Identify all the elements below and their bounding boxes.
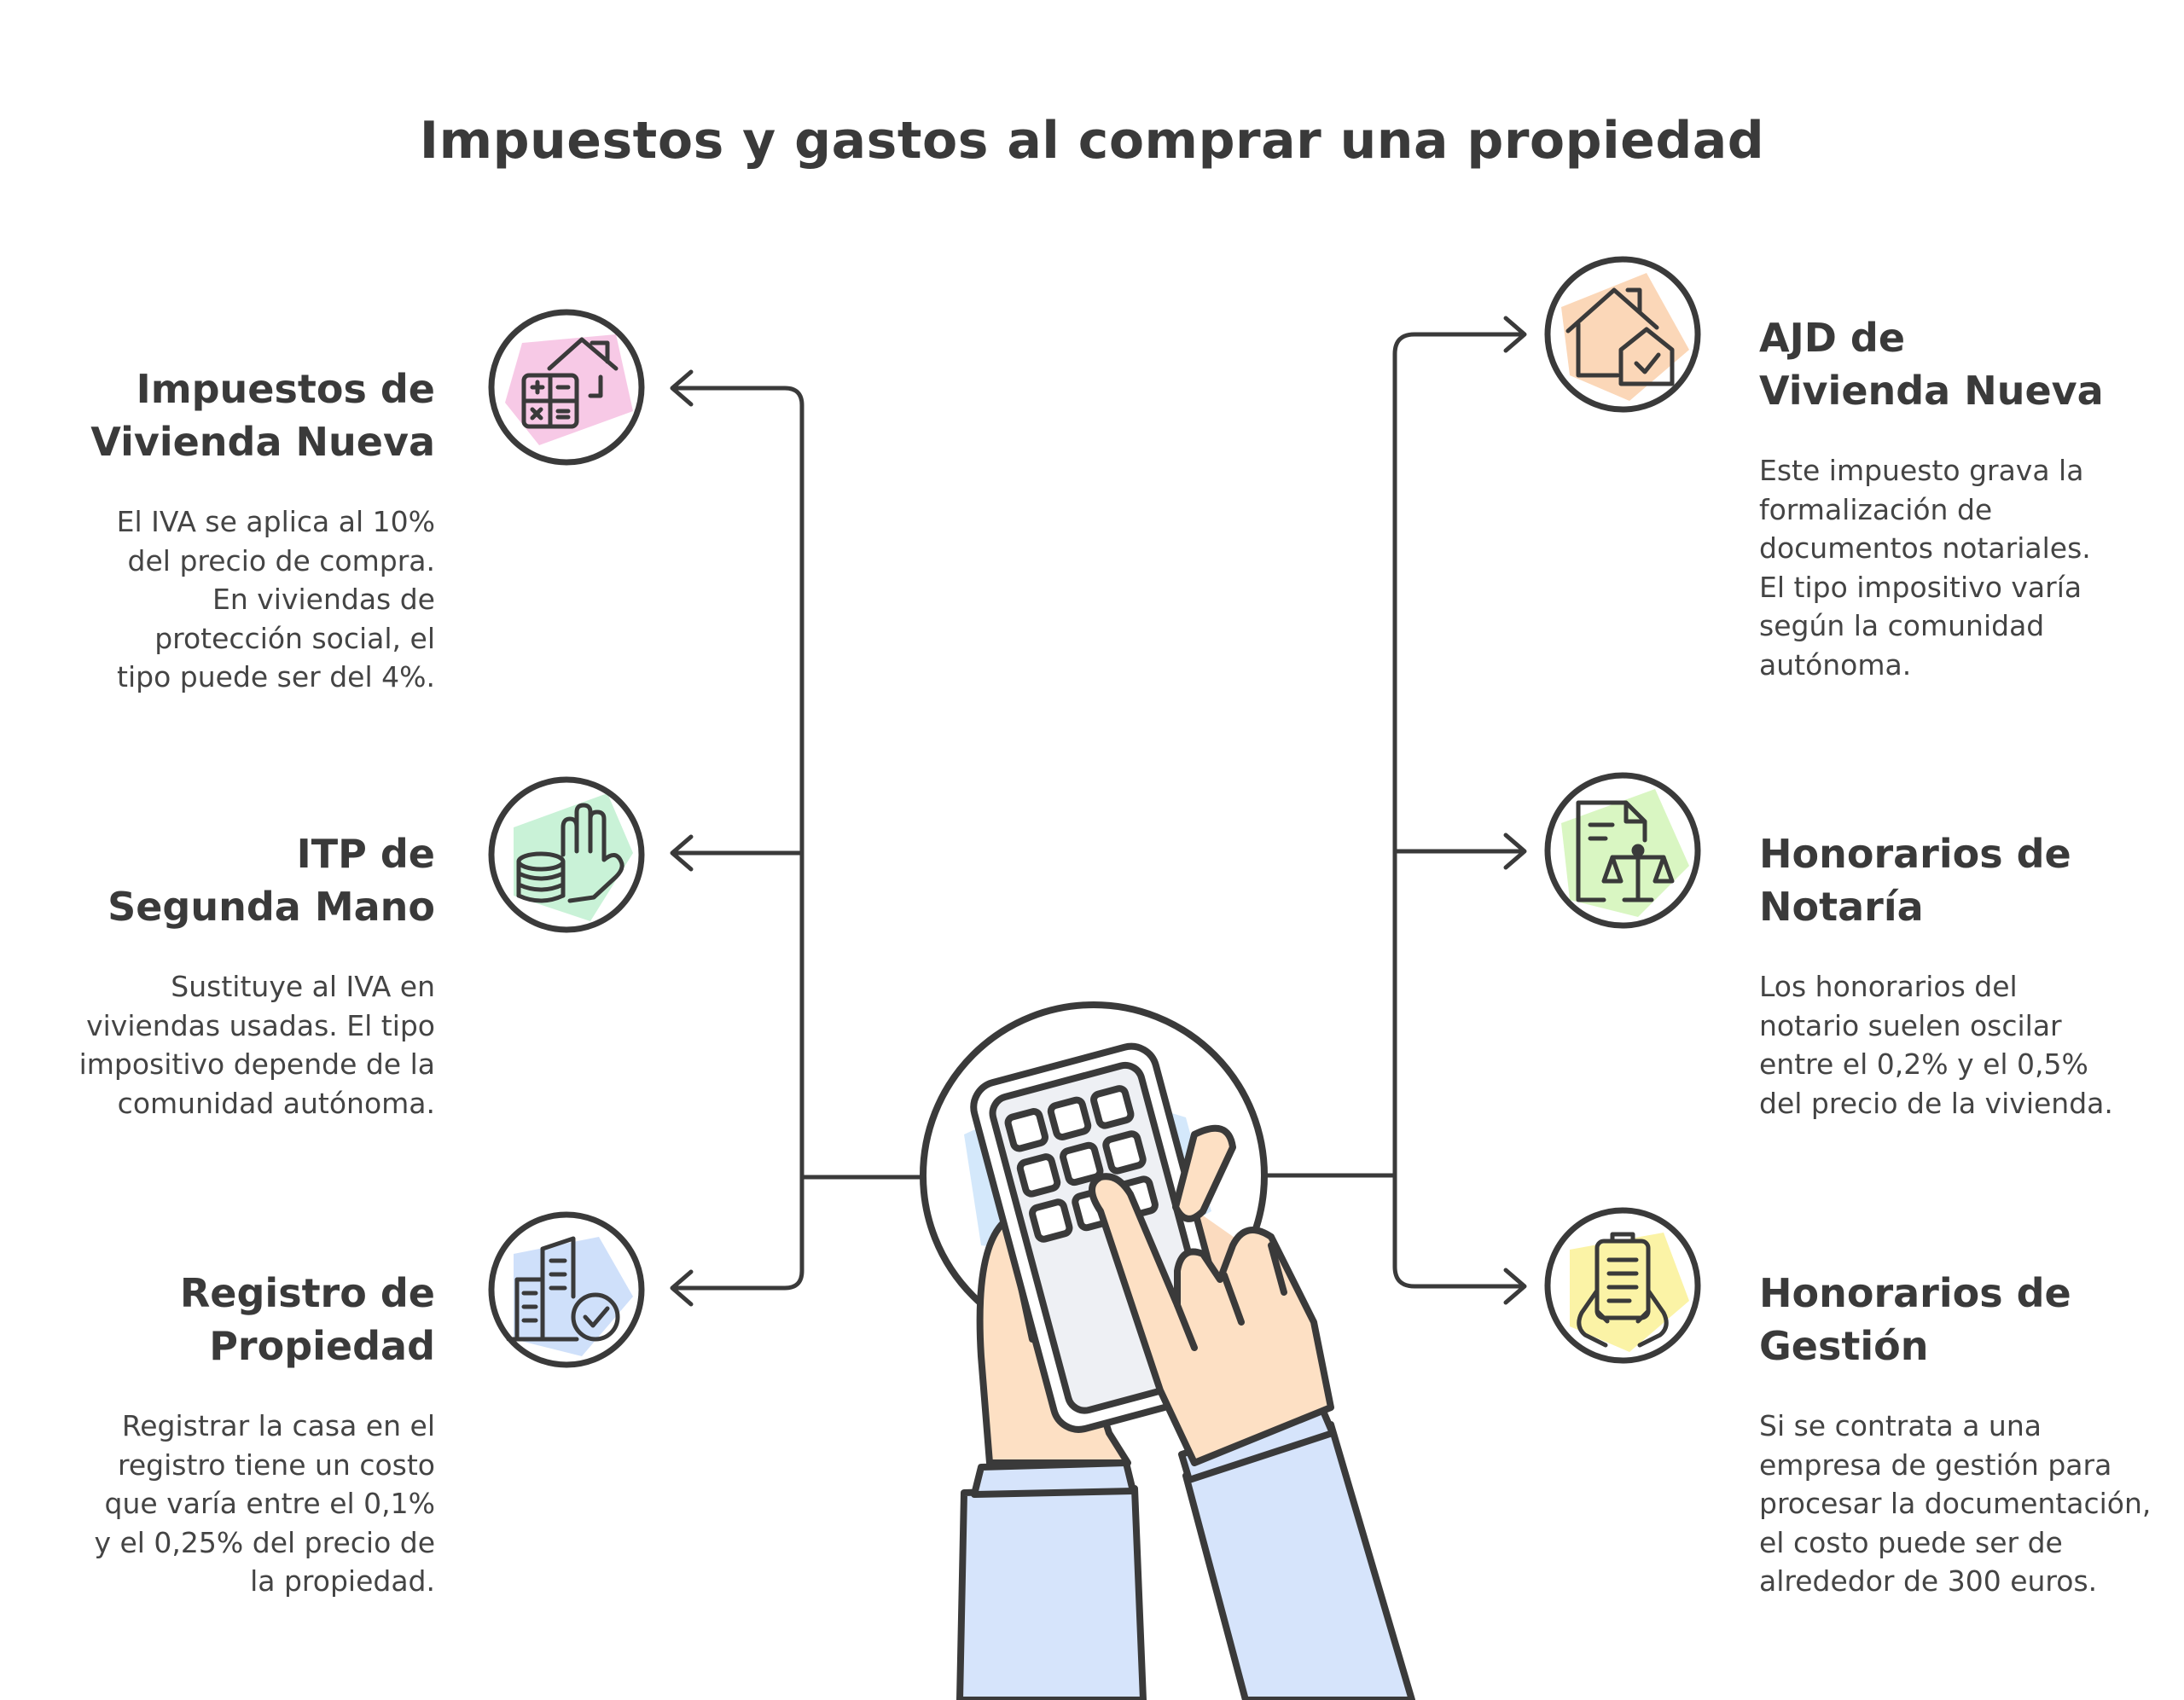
item-description: Los honorarios del notario suelen oscila… — [1759, 970, 2113, 1120]
item-description: Si se contrata a una empresa de gestión … — [1759, 1409, 2152, 1598]
item-description: Este impuesto grava la formalización de … — [1759, 454, 2091, 682]
document-scale-icon — [1544, 772, 1701, 929]
house-document-icon — [1544, 256, 1701, 413]
hands-calculator-illustration — [920, 1001, 1415, 1700]
arrowhead-left-3 — [670, 1269, 694, 1307]
page-title: Impuestos y gastos al comprar una propie… — [419, 111, 1765, 171]
arrowhead-right-2 — [1503, 833, 1527, 870]
item-description: Sustituye al IVA en viviendas usadas. El… — [78, 970, 435, 1120]
coins-hand-icon — [488, 776, 645, 933]
left-sleeve — [956, 1485, 1147, 1700]
building-check-icon — [488, 1211, 645, 1368]
arrowhead-right-1 — [1503, 316, 1527, 353]
connector-left-trunk — [671, 386, 926, 1291]
connector-right-trunk — [1265, 332, 1525, 1289]
clipboard-hands-icon — [1544, 1207, 1701, 1364]
arrowhead-right-3 — [1503, 1268, 1527, 1305]
arrowhead-left-1 — [670, 369, 694, 407]
arrowhead-left-2 — [670, 834, 694, 872]
item-description: Registrar la casa en el registro tiene u… — [94, 1409, 435, 1598]
item-description: El IVA se aplica al 10% del precio de co… — [116, 505, 435, 693]
calculator-house-icon — [488, 309, 645, 466]
